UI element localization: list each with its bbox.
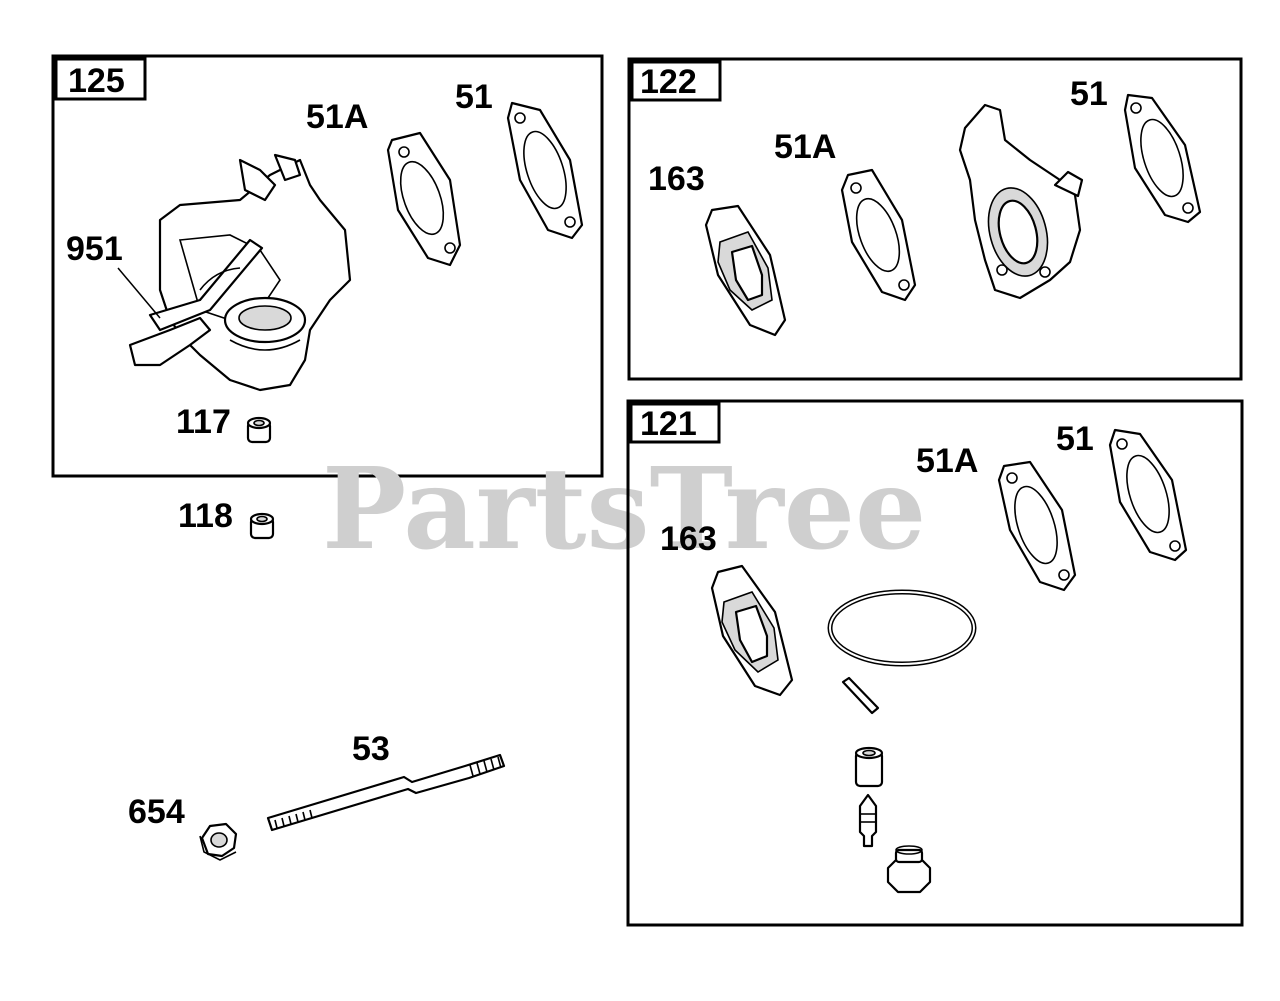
callout-163: 163 (660, 520, 717, 558)
float-pin[interactable] (841, 676, 880, 715)
group-number-122: 122 (640, 63, 697, 101)
gasket-51[interactable] (506, 101, 584, 240)
leader-line-951 (117, 267, 161, 319)
group-125: 125 951 117 51A (51, 54, 604, 478)
gasket-51a[interactable] (997, 460, 1077, 592)
callout-117: 117 (176, 403, 231, 441)
group-number-121: 121 (640, 405, 697, 443)
callout-118: 118 (178, 497, 233, 535)
carburetor-part[interactable] (128, 153, 352, 392)
drain-plug[interactable] (886, 845, 932, 894)
callout-51: 51 (1056, 420, 1094, 458)
group-122: 122 163 51A (627, 57, 1243, 381)
callout-51a: 51A (306, 98, 368, 136)
callout-51a: 51A (774, 128, 836, 166)
gasket-51[interactable] (1108, 428, 1188, 562)
callout-51: 51 (455, 78, 493, 116)
gasket-51a[interactable] (386, 131, 462, 267)
group-number-125: 125 (68, 62, 125, 100)
jet-118[interactable] (249, 512, 275, 540)
callout-51: 51 (1070, 75, 1108, 113)
callout-53: 53 (352, 730, 390, 768)
callout-163: 163 (648, 160, 705, 198)
callout-654: 654 (128, 793, 185, 831)
nut-654[interactable] (199, 822, 238, 861)
gasket-51a[interactable] (840, 168, 917, 302)
gasket-51[interactable] (1123, 93, 1202, 224)
group-121: 121 163 (626, 399, 1244, 927)
spacer-163[interactable] (704, 204, 787, 337)
needle-seat[interactable] (854, 746, 884, 788)
spacer-163[interactable] (710, 564, 794, 697)
stud-53[interactable] (266, 753, 506, 832)
callout-951: 951 (66, 230, 123, 268)
main-jet-117[interactable] (246, 416, 272, 444)
inlet-needle[interactable] (858, 793, 878, 848)
intake-adapter[interactable] (958, 103, 1084, 300)
callout-51a: 51A (916, 442, 978, 480)
watermark-text: PartsTree (322, 444, 926, 575)
